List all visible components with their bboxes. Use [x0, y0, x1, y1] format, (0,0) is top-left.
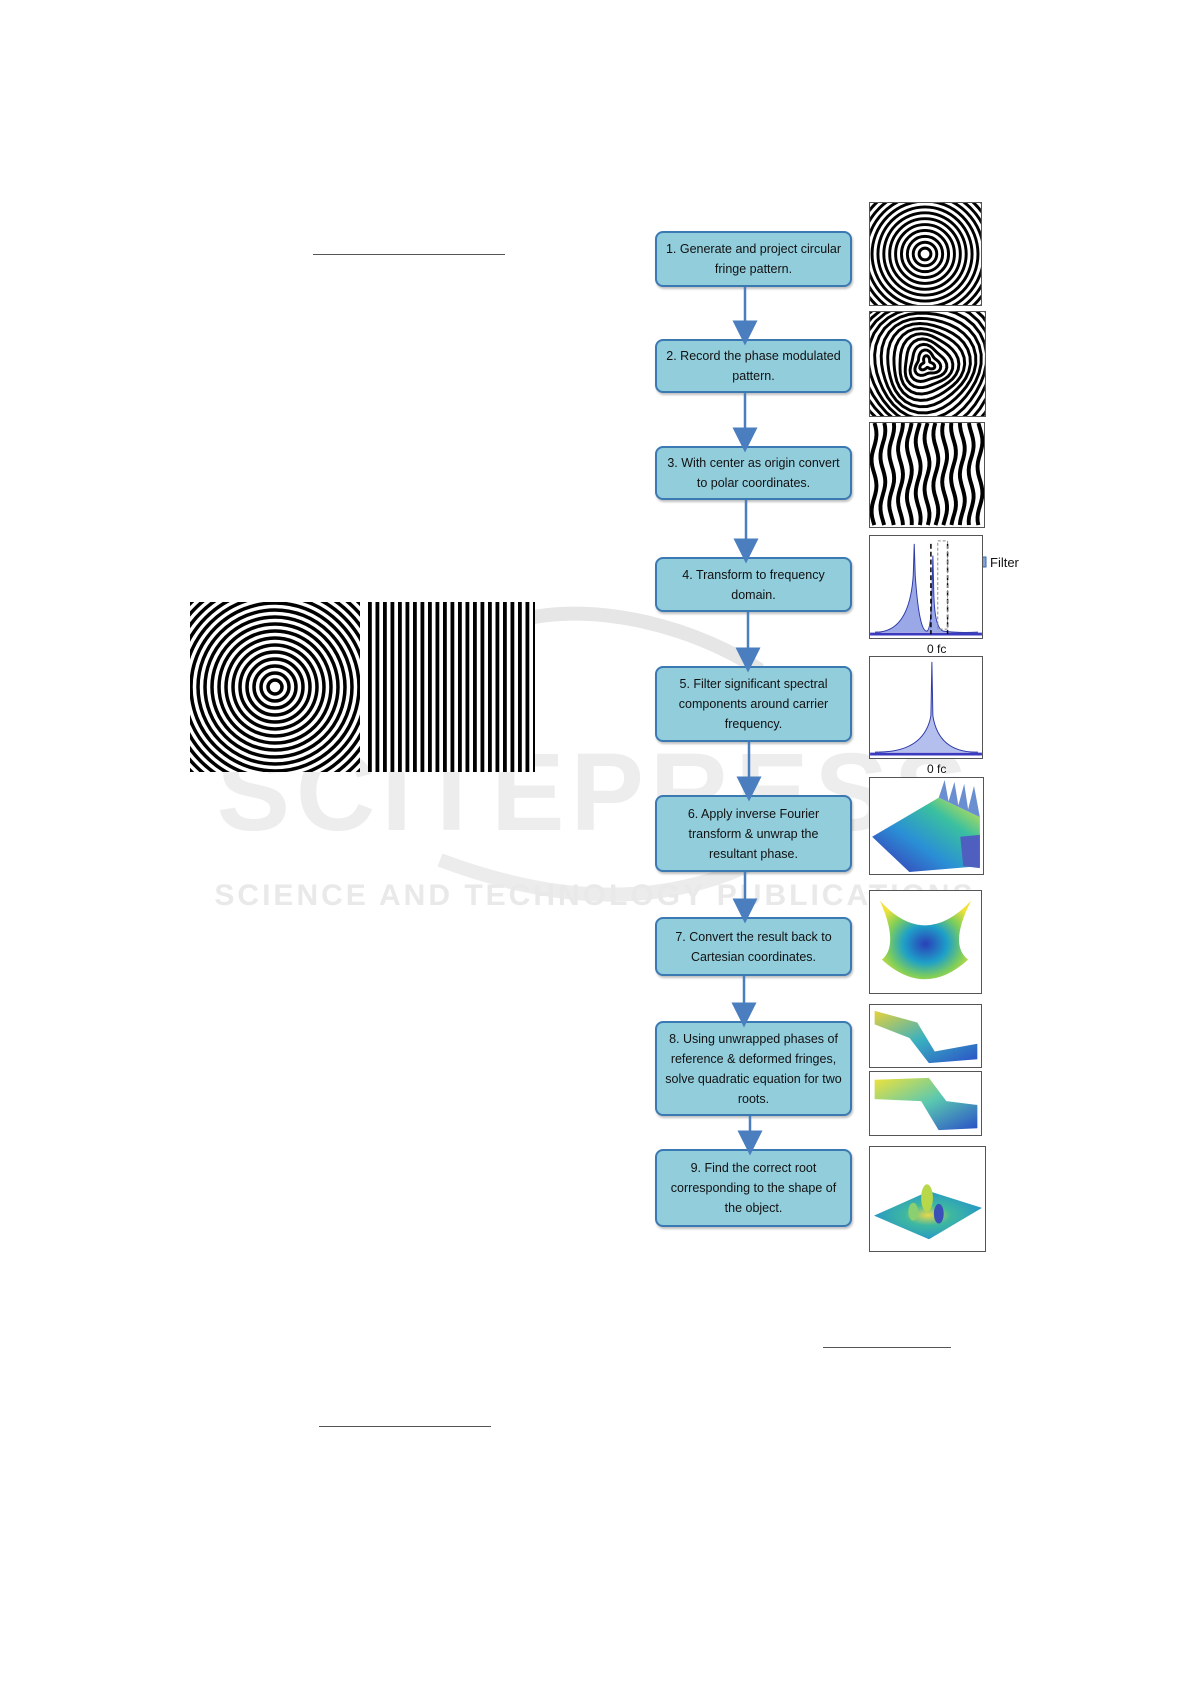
step-6-box: 6. Apply inverse Fourier transform & unw… [655, 795, 852, 872]
thumb-spectrum-full [869, 535, 983, 639]
thumb-modulated-fringe [869, 311, 986, 417]
thumb-object-shape [869, 1146, 986, 1252]
thumb-deformed-phase [869, 1071, 982, 1136]
thumb-unwrapped-phase [869, 777, 984, 875]
step-4-label: 4. Transform to frequency domain. [682, 567, 825, 602]
thumb-reference-phase [869, 1004, 982, 1068]
step-3-box: 3. With center as origin convert to pola… [655, 446, 852, 500]
step-6-label: 6. Apply inverse Fourier transform & unw… [687, 806, 820, 861]
circular-fringe-image [190, 602, 360, 772]
thumb-cartesian-result [869, 890, 982, 994]
step-9-label: 9. Find the correct root corresponding t… [670, 1161, 837, 1215]
step-1-label: 1. Generate and project circular fringe … [665, 242, 842, 276]
reference-line-1 [313, 254, 505, 255]
step-5-label: 5. Filter significant spectral component… [678, 677, 829, 731]
reference-line-3 [823, 1347, 951, 1348]
step-8-label: 8. Using unwrapped phases of reference &… [665, 1031, 842, 1106]
filter-label: Filter [990, 555, 1019, 570]
linear-fringe-image [368, 602, 537, 772]
step-7-box: 7. Convert the result back to Cartesian … [655, 917, 852, 976]
step-1-box: 1. Generate and project circular fringe … [655, 231, 852, 287]
spectrum-axis-label-1: 0 fc [927, 642, 947, 656]
reference-line-2 [319, 1426, 491, 1427]
step-9-box: 9. Find the correct root corresponding t… [655, 1149, 852, 1227]
thumb-circular-fringe [869, 202, 982, 306]
thumb-spectrum-filtered [869, 656, 983, 759]
step-7-label: 7. Convert the result back to Cartesian … [675, 929, 832, 964]
spectrum-axis-label-2: 0 fc [927, 762, 947, 776]
step-8-box: 8. Using unwrapped phases of reference &… [655, 1021, 852, 1116]
step-3-label: 3. With center as origin convert to pola… [667, 456, 840, 490]
step-2-label: 2. Record the phase modulated pattern. [666, 349, 841, 383]
thumb-polar-fringe [869, 422, 985, 528]
